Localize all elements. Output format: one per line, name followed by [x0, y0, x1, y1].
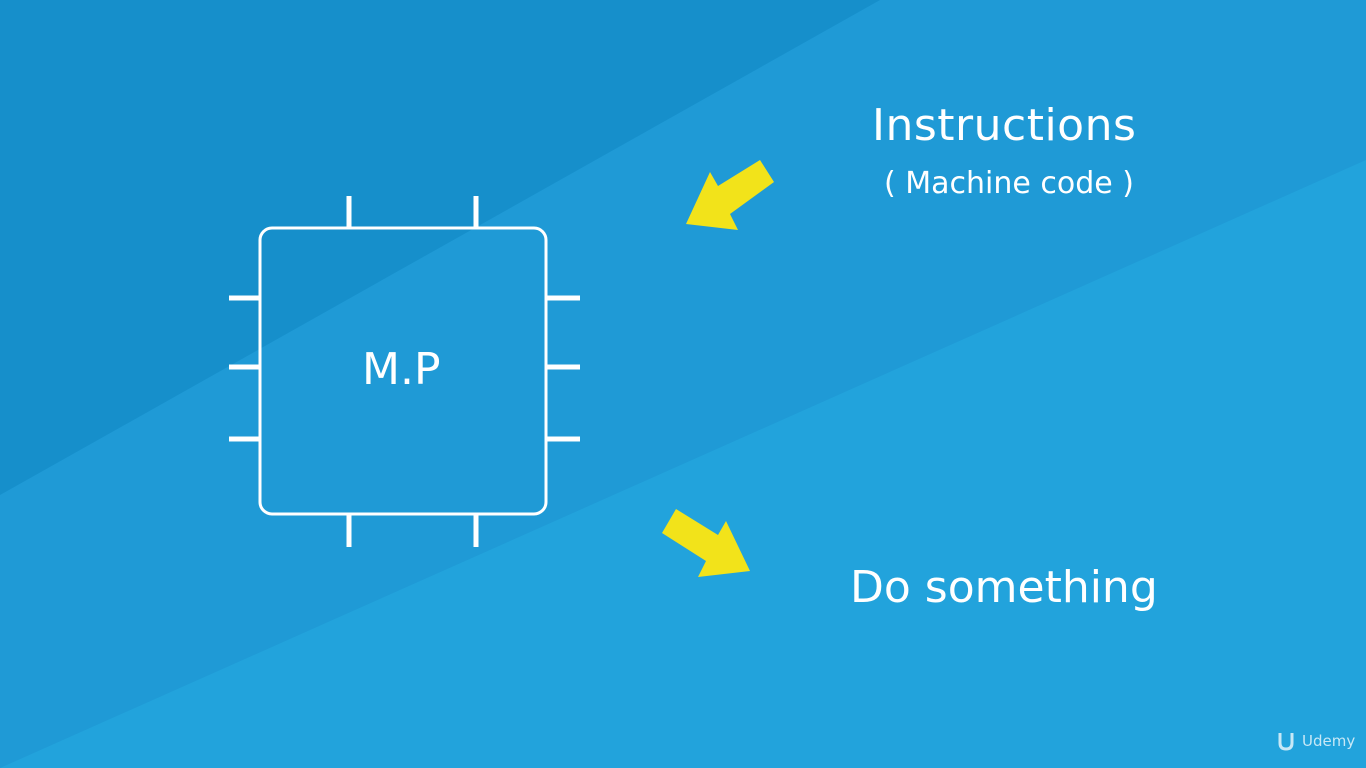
instructions-subtitle: ( Machine code )	[884, 166, 1134, 201]
chip-label: M.P	[362, 344, 441, 395]
udemy-logo: Udemy	[1276, 730, 1355, 752]
arrow-down-left-icon	[686, 160, 774, 230]
arrow-down-right-icon	[662, 509, 750, 577]
udemy-logo-text: Udemy	[1302, 732, 1356, 750]
chip-body	[258, 226, 548, 516]
udemy-logo-icon	[1278, 733, 1294, 751]
instructions-title: Instructions	[872, 100, 1137, 151]
output-label: Do something	[850, 562, 1158, 613]
